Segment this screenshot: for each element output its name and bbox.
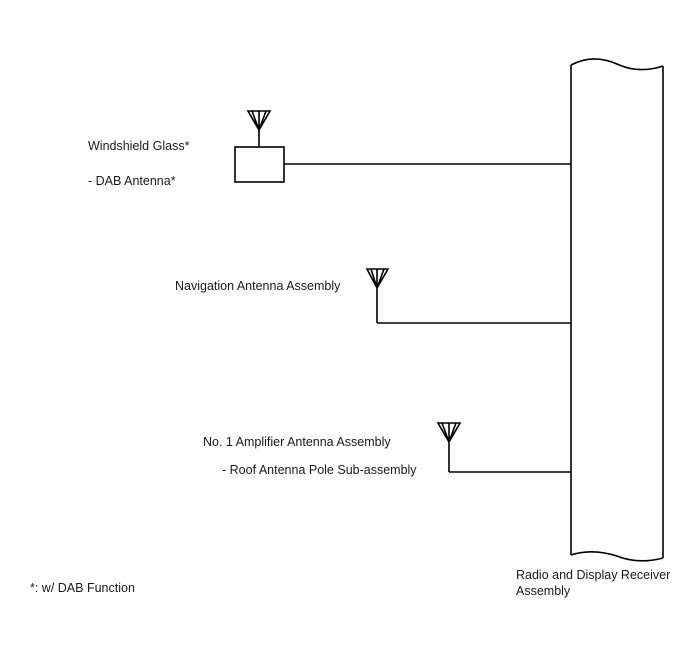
windshield-antenna-box	[234, 146, 285, 183]
windshield-glass-label: Windshield Glass*	[88, 139, 190, 153]
antenna-icon	[436, 422, 462, 472]
navigation-antenna-label: Navigation Antenna Assembly	[175, 279, 341, 293]
windshield-dab-antenna	[234, 110, 571, 183]
amplifier-antenna	[436, 422, 571, 473]
antenna-icon	[246, 110, 272, 147]
receiver-assembly-block	[570, 58, 664, 562]
receiver-top-break	[570, 58, 664, 71]
roof-antenna-pole-label: - Roof Antenna Pole Sub-assembly	[222, 463, 417, 477]
antenna-icon	[365, 268, 390, 323]
dab-antenna-label: - DAB Antenna*	[88, 174, 176, 188]
receiver-bottom-break	[570, 550, 664, 562]
footnote: *: w/ DAB Function	[30, 581, 135, 595]
receiver-label-line2: Assembly	[516, 584, 571, 598]
amplifier-antenna-label: No. 1 Amplifier Antenna Assembly	[203, 435, 391, 449]
receiver-label-line1: Radio and Display Receiver	[516, 568, 671, 582]
navigation-antenna	[365, 268, 571, 324]
